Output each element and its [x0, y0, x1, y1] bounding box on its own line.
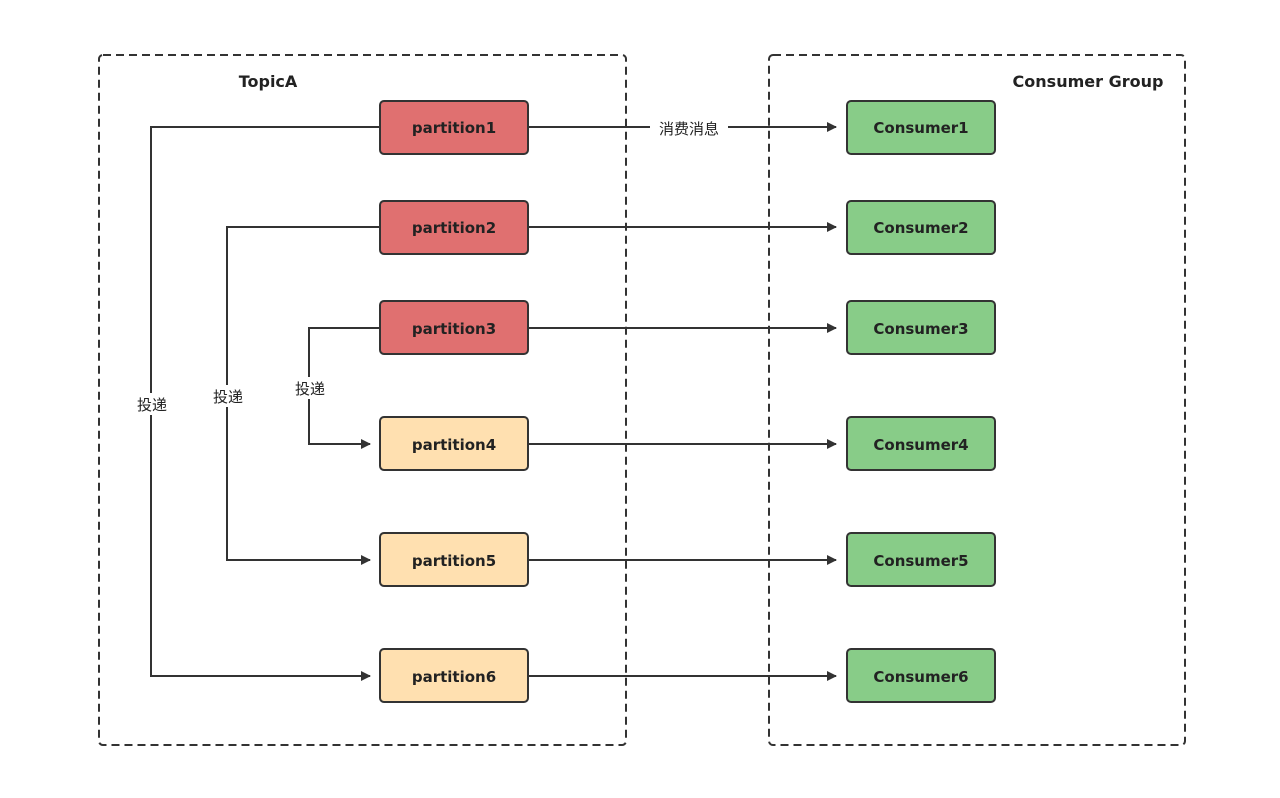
partition-box — [379, 300, 529, 355]
consumer-box — [846, 416, 996, 471]
partition-box — [379, 100, 529, 155]
edge-label-bg — [209, 385, 247, 407]
consumer-box — [846, 300, 996, 355]
edge-label-deliver-2-5: 投递 — [213, 388, 243, 406]
edge-label-consume: 消费消息 — [659, 120, 719, 138]
consumer-group-title: Consumer Group — [1013, 72, 1164, 91]
consumer-label: Consumer5 — [873, 552, 968, 570]
partition-label: partition6 — [412, 668, 496, 686]
consumer-box — [846, 532, 996, 587]
consumer-box — [846, 100, 996, 155]
partition-node-4: partition4 — [379, 416, 529, 471]
edge-label-bg — [134, 393, 170, 415]
edge-label-bg — [650, 116, 728, 140]
partition-box — [379, 416, 529, 471]
partition-node-6: partition6 — [379, 648, 529, 703]
partition-box — [379, 200, 529, 255]
consumer-node-3: Consumer3 — [846, 300, 996, 355]
topic-group-box — [98, 54, 627, 746]
edge-label-bg — [292, 377, 328, 399]
partition-label: partition3 — [412, 320, 496, 338]
partition-label: partition5 — [412, 552, 496, 570]
consumer-node-6: Consumer6 — [846, 648, 996, 703]
consumer-label: Consumer6 — [873, 668, 968, 686]
topic-group-title: TopicA — [239, 72, 298, 91]
partition-node-3: partition3 — [379, 300, 529, 355]
edge-label-deliver-1-6: 投递 — [137, 396, 167, 414]
consumer-label: Consumer3 — [873, 320, 968, 338]
edge-label-deliver-3-4: 投递 — [295, 380, 325, 398]
partition-node-5: partition5 — [379, 532, 529, 587]
partition-label: partition1 — [412, 119, 496, 137]
partition-label: partition2 — [412, 219, 496, 237]
consumer-node-5: Consumer5 — [846, 532, 996, 587]
partition-node-2: partition2 — [379, 200, 529, 255]
partition-node-1: partition1 — [379, 100, 529, 155]
partition-box — [379, 532, 529, 587]
consumer-box — [846, 200, 996, 255]
consumer-node-2: Consumer2 — [846, 200, 996, 255]
consumer-label: Consumer2 — [873, 219, 968, 237]
consumer-node-4: Consumer4 — [846, 416, 996, 471]
partition-label: partition4 — [412, 436, 496, 454]
delivery-edge-1-to-6 — [150, 126, 380, 681]
consumer-label: Consumer4 — [873, 436, 968, 454]
consumer-label: Consumer1 — [873, 119, 968, 137]
partition-box — [379, 648, 529, 703]
consumer-box — [846, 648, 996, 703]
consumer-group-box — [768, 54, 1186, 746]
consumer-node-1: Consumer1 — [846, 100, 996, 155]
